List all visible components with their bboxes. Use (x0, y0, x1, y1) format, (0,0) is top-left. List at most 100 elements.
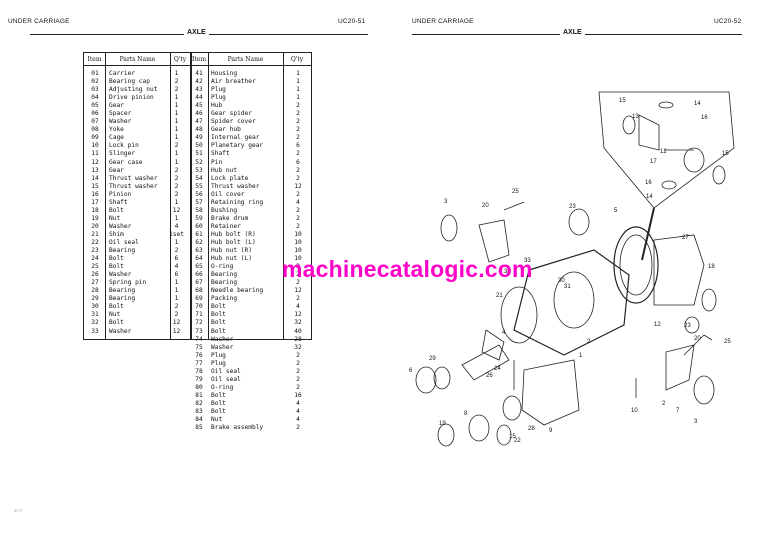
qty-cell: 1 (174, 279, 179, 287)
part-name-cell: Internal gear (211, 134, 260, 142)
qty-cell: 2 (296, 351, 300, 359)
part-name-cell: Nut (109, 311, 121, 319)
item-cell: 04 (91, 94, 99, 102)
qty-cell: 4 (174, 222, 179, 230)
qty-cell: 1 (296, 94, 300, 102)
item-cell: 68 (195, 287, 203, 295)
part-name-cell: Washer (211, 335, 234, 343)
qty-cell: 40 (294, 327, 302, 335)
part-name-cell: Bearing (109, 247, 136, 255)
part-name-cell: Nut (109, 214, 121, 222)
qty-cell: 2 (174, 311, 179, 319)
parts-table: Item Parts Name Q'ty Item Parts Name Q't… (83, 52, 314, 431)
qty-cell: 12 (294, 287, 302, 295)
col-divider (208, 53, 209, 339)
qty-cell: 1 (174, 134, 179, 142)
item-cell: 11 (91, 150, 99, 158)
qty-cell: 2 (296, 214, 300, 222)
part-name-cell: Shaft (211, 150, 230, 158)
item-cell: 47 (195, 118, 203, 126)
qty-cell: 4 (296, 303, 300, 311)
item-cell: 50 (195, 142, 203, 150)
qty-cell: 2 (174, 142, 179, 150)
part-name-cell: Cage (109, 134, 124, 142)
col-header-parts: Parts Name (119, 55, 156, 63)
part-callout: 12 (660, 149, 667, 155)
item-cell: 57 (195, 198, 203, 206)
part-name-cell: Planetary gear (211, 142, 264, 150)
qty-cell: 1 (174, 94, 179, 102)
part-name-cell: Plug (211, 94, 226, 102)
part-name-cell: Hub nut (R) (211, 247, 252, 255)
part-name-cell: Shim (109, 230, 124, 238)
item-cell: 78 (195, 367, 203, 375)
part-callout: 6 (409, 368, 413, 374)
item-cell: 46 (195, 110, 203, 118)
item-cell: 42 (195, 78, 203, 86)
item-cell: 16 (91, 190, 99, 198)
qty-cell: 12 (172, 319, 181, 327)
part-callout: 15 (509, 434, 516, 440)
part-name-cell: Oil cover (211, 190, 245, 198)
part-callout: 31 (564, 284, 571, 290)
qty-cell: 2 (296, 424, 300, 432)
part-callout: 9 (549, 428, 553, 434)
item-cell: 76 (195, 351, 203, 359)
part-name-cell: Hub nut (L) (211, 255, 252, 263)
item-cell: 61 (195, 230, 203, 238)
part-name-cell: Washer (109, 271, 132, 279)
item-cell: 70 (195, 303, 203, 311)
qty-cell: 4 (174, 263, 179, 271)
part-name-cell: Brake drum (211, 214, 249, 222)
part-name-cell: Bushing (211, 206, 238, 214)
carrier-flange (500, 286, 538, 344)
item-cell: 41 (195, 70, 203, 77)
right-page-heading: AXLE (560, 29, 585, 36)
part-name-cell: Thrust washer (211, 182, 260, 190)
qty-cell: 16 (294, 391, 302, 399)
part-callout: 17 (650, 159, 657, 165)
qty-cell: 1 (174, 214, 179, 222)
footer-mark: 4277 (14, 508, 23, 513)
qty-cell: 6 (174, 271, 179, 279)
part-callout: 12 (654, 322, 661, 328)
item-cell: 73 (195, 327, 203, 335)
item-cell: 23 (91, 247, 99, 255)
part-callout: 7 (676, 408, 680, 414)
ring-gear-inner (619, 234, 653, 296)
part-name-cell: Gear hub (211, 126, 241, 134)
part-name-cell: Packing (211, 295, 238, 303)
qty-cell: 1 (174, 150, 179, 158)
part-name-cell: Bolt (211, 391, 226, 399)
part-name-cell: Bolt (211, 407, 226, 415)
part-name-cell: Carrier (109, 70, 136, 77)
col-divider (170, 53, 171, 339)
part-name-cell: Hub bolt (R) (211, 230, 256, 238)
nut-part (437, 423, 455, 447)
part-callout: 33 (524, 258, 531, 264)
qty-cell: 2 (296, 271, 300, 279)
part-name-cell: Washer (211, 343, 234, 351)
part-name-cell: Bolt (211, 303, 226, 311)
ring-gear (613, 226, 659, 304)
item-cell: 58 (195, 206, 203, 214)
qty-cell: 2 (296, 359, 300, 367)
